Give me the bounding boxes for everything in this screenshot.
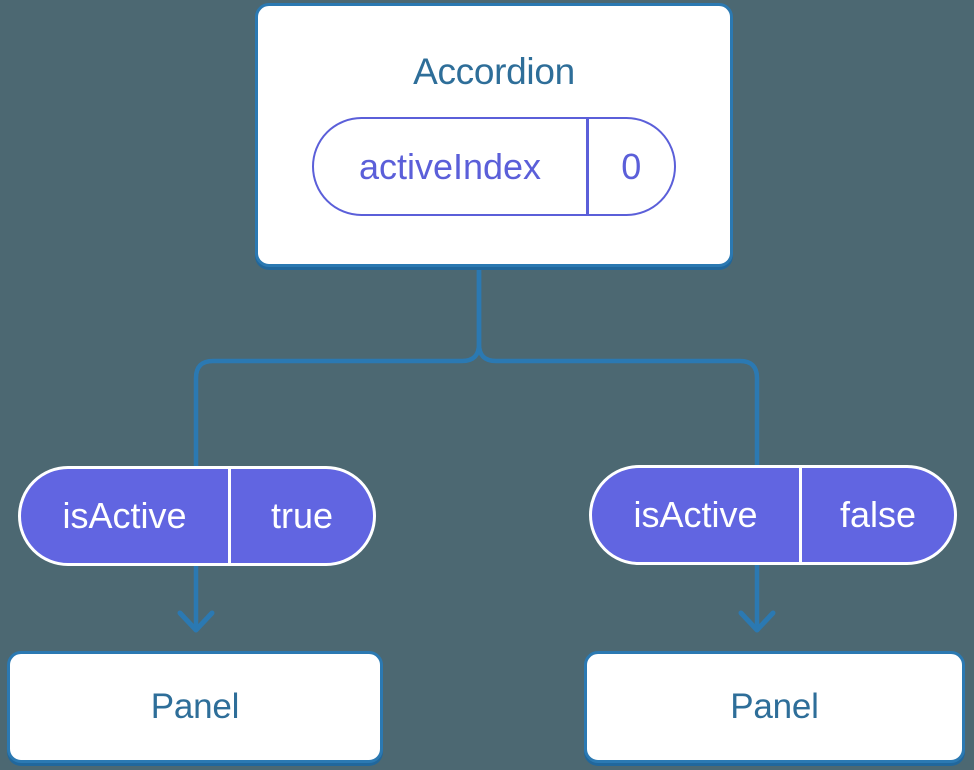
accordion-component-node: Accordion activeIndex 0 [255, 3, 733, 267]
prop-pill-is-active-false: isActive false [589, 465, 957, 565]
panel-left-label: Panel [150, 687, 240, 726]
panel-right-label: Panel [730, 687, 819, 726]
connector-edge-left [193, 264, 482, 629]
prop-pill-left-label: isActive [62, 495, 187, 536]
connector-edge-right [476, 264, 760, 629]
prop-pill-is-active-true: isActive true [18, 466, 376, 566]
state-pill-value: 0 [621, 145, 642, 187]
arrowhead-down-left-icon [177, 610, 215, 633]
accordion-title: Accordion [413, 51, 575, 92]
prop-pill-right-value: false [839, 494, 917, 535]
state-pill: activeIndex 0 [312, 117, 676, 216]
panel-component-node-right: Panel [584, 651, 965, 763]
arrowhead-down-right-icon [738, 610, 776, 633]
state-pill-label: activeIndex [358, 145, 542, 187]
prop-pill-right-divider [799, 468, 802, 562]
prop-pill-left-value: true [270, 495, 334, 536]
panel-component-node-left: Panel [7, 651, 383, 763]
prop-pill-left-divider [228, 469, 231, 563]
state-pill-divider [586, 119, 589, 214]
prop-pill-right-label: isActive [633, 494, 758, 535]
